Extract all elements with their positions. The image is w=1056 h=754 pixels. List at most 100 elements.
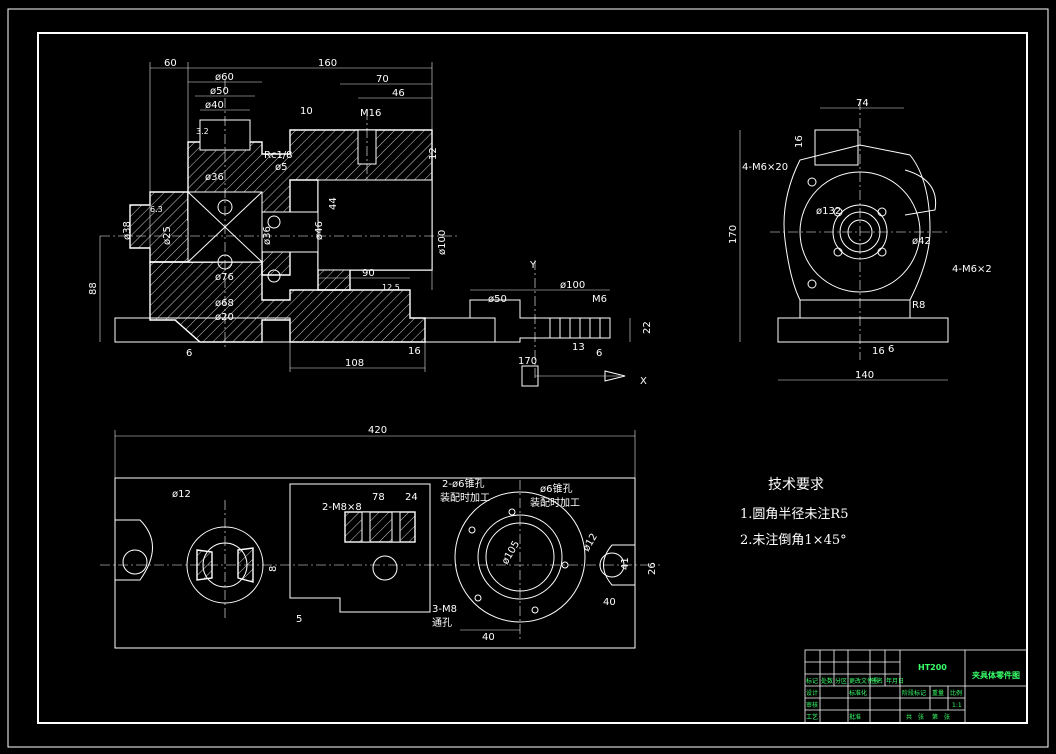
- title-material: HT200: [918, 663, 947, 672]
- dim-shaft-m6: M6: [592, 294, 607, 305]
- side-dim-140: 140: [855, 370, 874, 381]
- side-dim-6: 6: [888, 344, 894, 355]
- side-dim-d132: ø132: [816, 206, 841, 217]
- axis-y-label: Y: [529, 260, 537, 271]
- tb-cell-zone: 分区: [835, 677, 847, 685]
- tb-cell-process: 工艺: [806, 713, 818, 721]
- dim-d68: ø68: [215, 298, 234, 309]
- dim-shaft-d100: ø100: [560, 280, 585, 291]
- inner-frame: [37, 32, 1028, 724]
- roughness-12-5: 12.5: [382, 283, 400, 292]
- outer-frame: [7, 8, 1049, 748]
- tb-cell-approve: 批准: [849, 713, 861, 721]
- tb-cell-sheets: 张: [918, 713, 924, 721]
- tb-cell-stage: 阶段标记: [902, 689, 926, 697]
- top-note-through: 通孔: [432, 617, 452, 629]
- tb-cell-sheet: 张: [944, 713, 950, 721]
- dim-12: 12: [428, 147, 439, 160]
- top-flange-circle: [454, 491, 586, 623]
- dim-m16: M16: [360, 108, 381, 119]
- side-dim-16b: 16: [872, 346, 885, 357]
- side-dim-16: 16: [794, 135, 805, 148]
- title-block: HT200 夹具体零件图 标记 处数 分区 更改文件号 签名 年月日 设计 标准…: [804, 649, 1028, 724]
- top-dim-40: 40: [482, 632, 495, 643]
- side-dim-170: 170: [728, 225, 739, 244]
- top-dim-5: 5: [296, 614, 302, 625]
- top-dim-24: 24: [405, 492, 418, 503]
- dim-d40: ø40: [205, 100, 224, 111]
- tb-cell-design: 设计: [806, 689, 818, 697]
- roughness-3-2: 3.2: [196, 127, 209, 136]
- tb-cell-standard: 标准化: [849, 689, 867, 697]
- notes-title: 技术要求: [768, 477, 824, 493]
- dim-44: 44: [328, 197, 339, 210]
- dim-shaft-13: 13: [572, 342, 585, 353]
- tb-cell-count: 处数: [821, 677, 833, 685]
- dim-d46: ø46: [314, 221, 325, 240]
- axis-x-label: X: [640, 376, 647, 387]
- top-note-2-d6: 2-ø6锥孔: [442, 478, 484, 490]
- top-dim-40-right: 40: [603, 597, 616, 608]
- front-dimensions: 60 160 70 46 10 M16 ø60 ø50 ø40 ø36 ø38 …: [88, 58, 448, 372]
- top-dim-41: 41: [620, 557, 631, 570]
- side-view: 74 16 4-M6×20 ø132 ø42 4-M6×2 R8 170 140…: [728, 98, 992, 381]
- roughness-6-3: 6.3: [150, 205, 163, 214]
- top-note-3m8: 3-M8: [432, 604, 457, 615]
- tb-cell-mark: 标记: [806, 677, 818, 685]
- dim-90: 90: [362, 268, 375, 279]
- dim-160: 160: [318, 58, 337, 69]
- dim-d25: ø25: [162, 226, 173, 245]
- technical-requirements: 技术要求 1.圆角半径未注R5 2.未注倒角1×45°: [740, 477, 848, 548]
- tb-cell-date: 年月日: [886, 677, 904, 685]
- top-dim-d105: ø105: [500, 539, 522, 566]
- top-outline: [114, 477, 636, 649]
- dim-shaft-22: 22: [642, 321, 653, 334]
- title-part-name: 夹具体零件图: [972, 670, 1020, 680]
- top-dim-26: 26: [647, 562, 658, 575]
- tb-cell-total: 共: [906, 713, 912, 721]
- tb-cell-number: 第: [932, 713, 938, 721]
- notes-item-2: 2.未注倒角1×45°: [740, 533, 847, 548]
- front-section-view: [100, 80, 496, 350]
- side-base: [777, 317, 949, 343]
- side-dim-4m6x2: 4-M6×2: [952, 264, 992, 275]
- side-dim-74: 74: [856, 98, 869, 109]
- side-dim-4m6x20: 4-M6×20: [742, 162, 788, 173]
- dim-10: 10: [300, 106, 313, 117]
- notes-item-1: 1.圆角半径未注R5: [740, 507, 848, 522]
- dim-16: 16: [408, 346, 421, 357]
- dim-88: 88: [88, 282, 99, 295]
- dim-d38: ø38: [122, 221, 133, 240]
- dim-d20: ø20: [215, 312, 234, 323]
- top-dim-8: 8: [268, 566, 279, 572]
- side-dim-r8: R8: [912, 300, 925, 311]
- dim-d36-2: ø36: [262, 226, 273, 245]
- dim-6: 6: [186, 348, 192, 359]
- dim-shaft-170: 170: [518, 356, 537, 367]
- dim-shaft-d50: ø50: [488, 294, 507, 305]
- top-note-assembly-1: 装配时加工: [440, 491, 490, 504]
- top-dim-d12: ø12: [172, 489, 191, 500]
- dim-108: 108: [345, 358, 364, 369]
- dim-d50: ø50: [210, 86, 229, 97]
- side-dim-d42: ø42: [912, 236, 931, 247]
- dim-46: 46: [392, 88, 405, 99]
- dim-60: 60: [164, 58, 177, 69]
- dim-d5: ø5: [275, 162, 287, 173]
- dim-shaft-6: 6: [596, 348, 602, 359]
- dim-d76: ø76: [215, 272, 234, 283]
- front-base-left: [114, 317, 291, 343]
- dim-rc18: Rc1/8: [264, 150, 293, 161]
- tb-cell-change-doc: 更改文件号: [849, 677, 879, 685]
- tb-cell-scale: 比例: [950, 689, 962, 697]
- top-note-d6: ø6锥孔: [540, 483, 572, 495]
- top-dim-2m8x8: 2-M8×8: [322, 502, 362, 513]
- tb-cell-scale-value: 1:1: [952, 702, 962, 709]
- dim-d60: ø60: [215, 72, 234, 83]
- top-dim-420: 420: [368, 425, 387, 436]
- top-dim-d12-right: ø12: [581, 532, 600, 554]
- top-note-assembly-2: 装配时加工: [530, 496, 580, 509]
- shaft-detail-view: Y X ø100 ø50 M6 22 13 6 170: [424, 260, 653, 387]
